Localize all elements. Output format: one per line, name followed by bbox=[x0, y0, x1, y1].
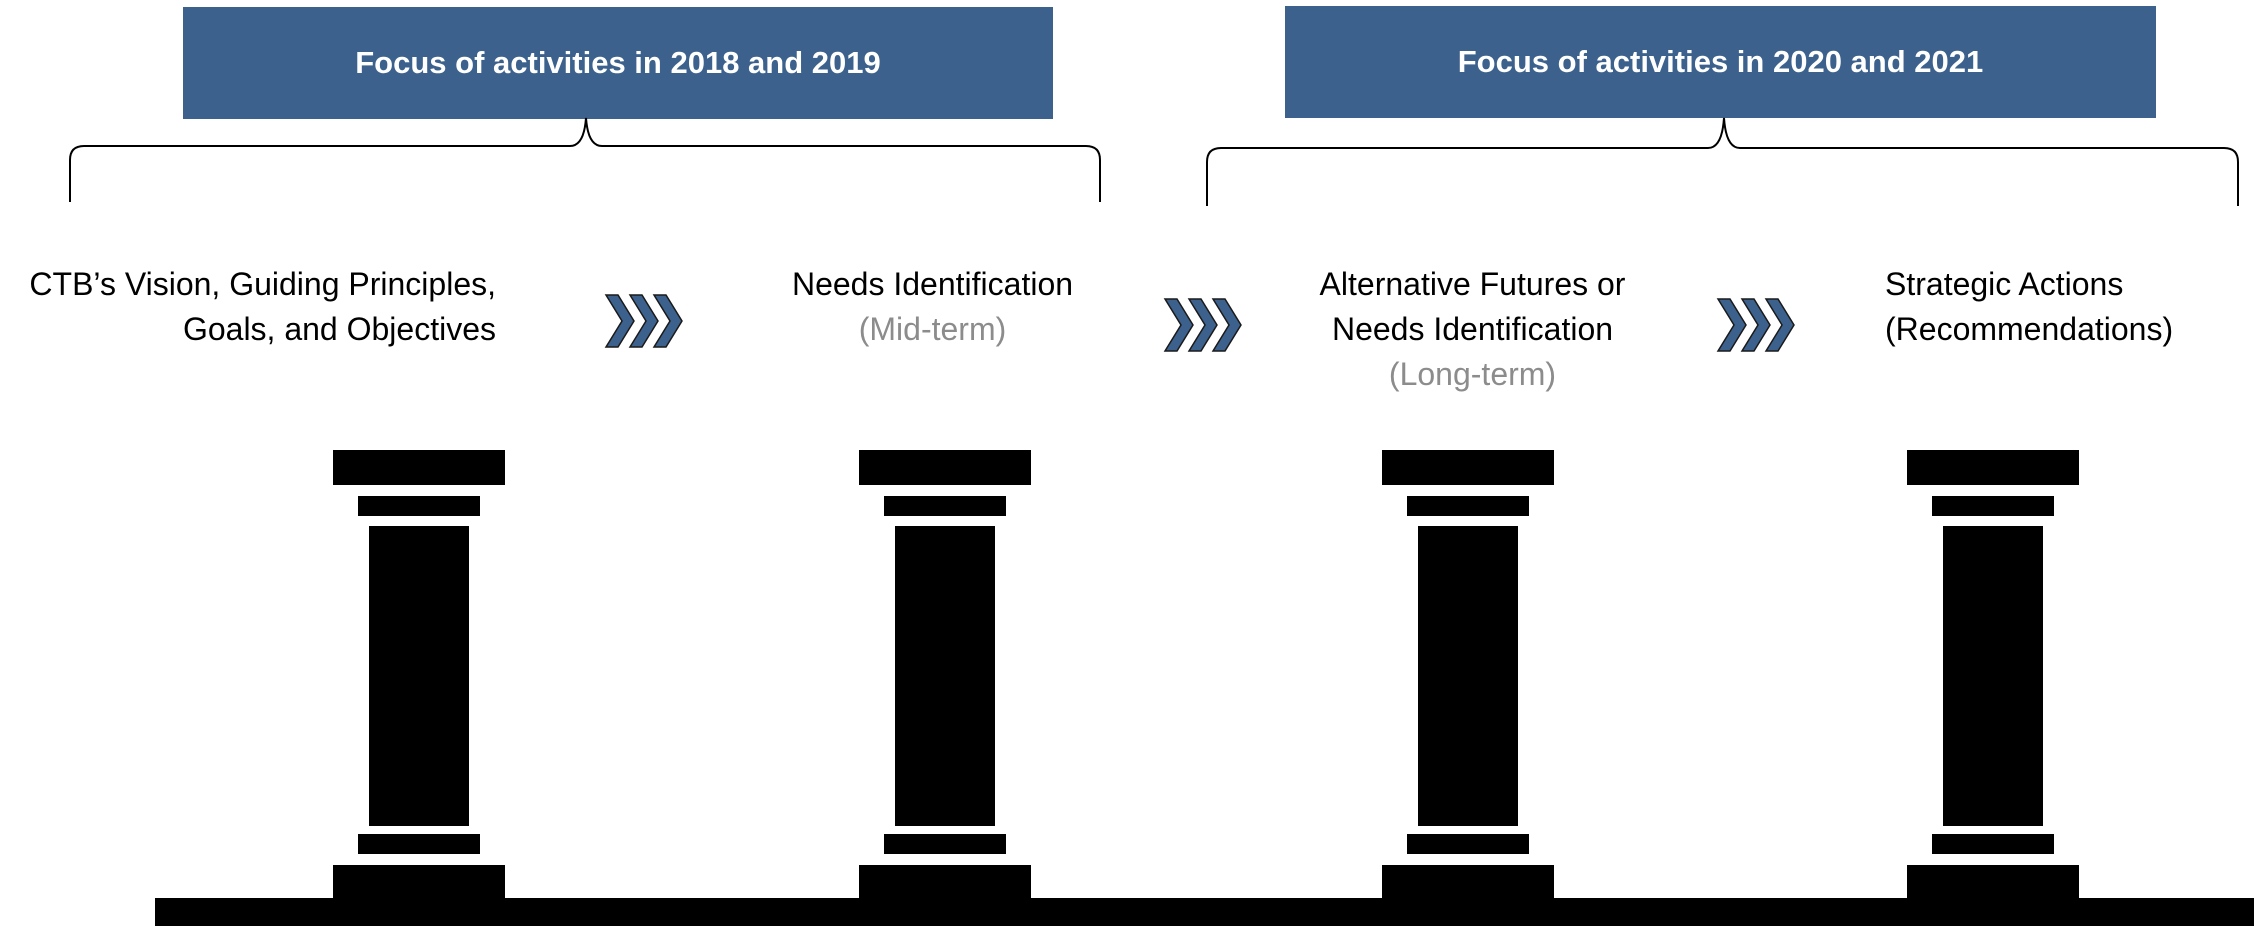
stage-line: CTB’s Vision, Guiding Principles, bbox=[29, 266, 496, 302]
stage-subtitle: (Long-term) bbox=[1388, 356, 1557, 392]
stage-alternative-futures-label: Alternative Futures or Needs Identificat… bbox=[1290, 262, 1655, 397]
stage-line: Strategic Actions bbox=[1885, 266, 2124, 302]
pillar-icon bbox=[1382, 450, 1554, 900]
banner-label: Focus of activities in 2020 and 2021 bbox=[1457, 44, 1984, 79]
brace-2020-2021 bbox=[1206, 117, 2239, 206]
stage-line: Alternative Futures or bbox=[1319, 266, 1626, 302]
stage-line: (Recommendations) bbox=[1885, 311, 2174, 347]
stage-strategic-actions-label: Strategic Actions (Recommendations) bbox=[1885, 262, 2225, 352]
stage-line: Goals, and Objectives bbox=[182, 311, 496, 347]
banner-2018-2019: Focus of activities in 2018 and 2019 bbox=[183, 7, 1053, 119]
stage-line: Needs Identification bbox=[791, 266, 1074, 302]
stage-vision-label: CTB’s Vision, Guiding Principles, Goals,… bbox=[0, 262, 496, 352]
stage-subtitle: (Mid-term) bbox=[858, 311, 1007, 347]
banner-label: Focus of activities in 2018 and 2019 bbox=[355, 45, 881, 80]
pillar-icon bbox=[1907, 450, 2079, 900]
banner-2020-2021: Focus of activities in 2020 and 2021 bbox=[1285, 6, 2156, 118]
pillar-icon bbox=[333, 450, 505, 900]
stage-line: Needs Identification bbox=[1331, 311, 1614, 347]
stage-needs-mid-label: Needs Identification (Mid-term) bbox=[760, 262, 1105, 352]
foundation-base bbox=[155, 898, 2254, 926]
brace-2018-2019 bbox=[69, 117, 1101, 202]
pillar-icon bbox=[859, 450, 1031, 900]
triple-chevron-right-icon bbox=[1163, 298, 1242, 352]
triple-chevron-right-icon bbox=[604, 294, 683, 348]
triple-chevron-right-icon bbox=[1716, 298, 1795, 352]
